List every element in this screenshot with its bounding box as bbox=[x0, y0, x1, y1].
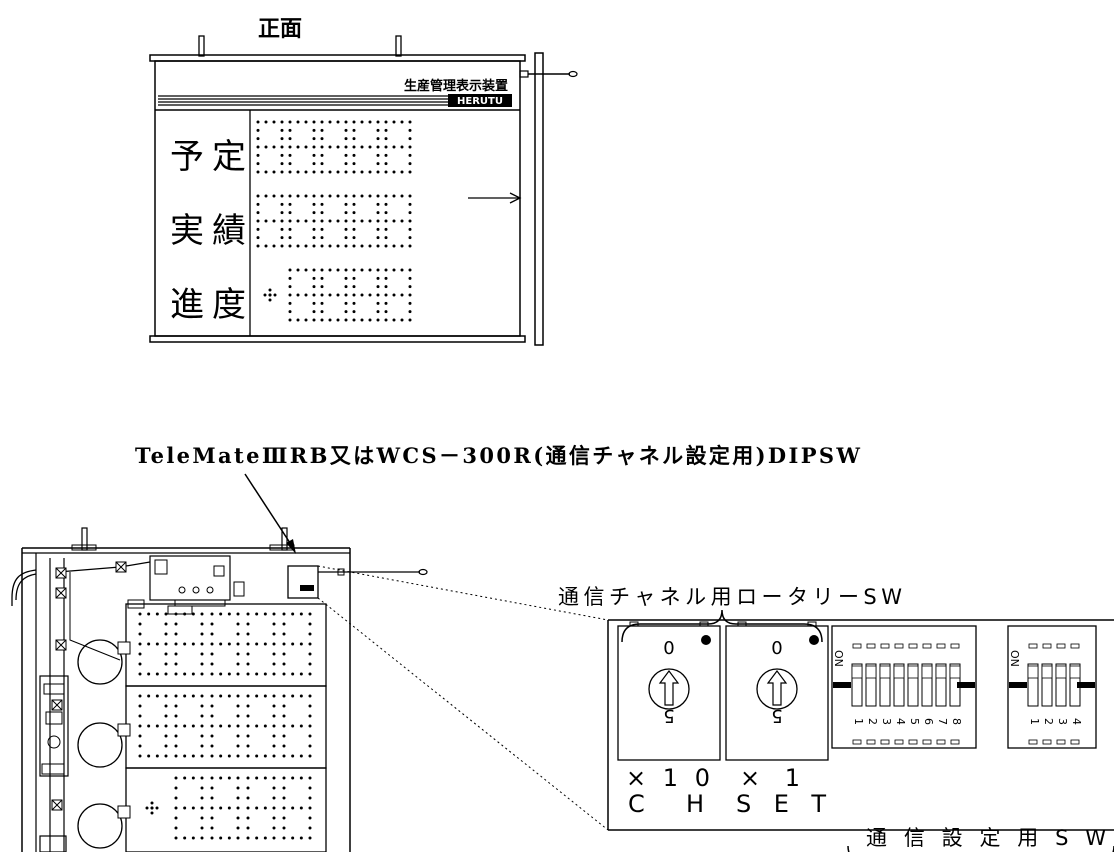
internal-digit bbox=[138, 694, 168, 758]
brand-stripes bbox=[158, 94, 512, 107]
comm-switch-label: 通信設定用SW bbox=[866, 826, 1106, 850]
front-digit bbox=[384, 268, 412, 322]
rotary-x10-multiplier: ×10 bbox=[626, 764, 710, 792]
dip-toggle: 5 bbox=[907, 643, 921, 745]
dip-number: 4 bbox=[1070, 718, 1083, 725]
front-digit bbox=[288, 268, 316, 322]
rotary-switch-label: 通信チャネル用ロータリーSW bbox=[558, 585, 902, 609]
dip-toggle: 3 bbox=[1055, 643, 1069, 745]
brand-logo: HERUTU bbox=[457, 96, 503, 107]
front-digit bbox=[320, 120, 348, 174]
front-view: 正面 生産管理表示装置 HERUTU 予定 bbox=[149, 17, 578, 343]
internal-digit bbox=[138, 612, 168, 676]
front-digit bbox=[352, 194, 380, 248]
internal-digit bbox=[210, 776, 240, 840]
dip-toggle: 6 bbox=[921, 643, 935, 745]
internal-digit-area bbox=[138, 612, 312, 840]
label-ch: CH bbox=[628, 790, 704, 818]
internal-digit bbox=[174, 612, 204, 676]
dip-number: 3 bbox=[880, 718, 893, 725]
internal-digit bbox=[282, 776, 312, 840]
dip-number: 8 bbox=[950, 718, 963, 725]
side-view-arrow bbox=[468, 192, 522, 204]
internal-digit bbox=[282, 612, 312, 676]
dip-number: 4 bbox=[894, 718, 907, 725]
internal-digit bbox=[210, 694, 240, 758]
internal-digit bbox=[246, 776, 276, 840]
internal-digit-row-0 bbox=[138, 612, 312, 676]
internal-digit bbox=[174, 694, 204, 758]
front-digit bbox=[320, 268, 348, 322]
zoom-lines bbox=[317, 565, 609, 831]
internal-digit bbox=[210, 612, 240, 676]
dip-number: 6 bbox=[922, 718, 935, 725]
row-label-actual: 実績 bbox=[170, 211, 246, 251]
row-label-plan: 予定 bbox=[170, 137, 246, 177]
internal-digit bbox=[246, 694, 276, 758]
row-label-progress: 進度 bbox=[170, 285, 246, 325]
front-digit bbox=[263, 288, 277, 302]
dip-number: 5 bbox=[908, 718, 921, 725]
dip-number: 2 bbox=[866, 718, 879, 725]
front-digit bbox=[352, 120, 380, 174]
front-digit bbox=[352, 268, 380, 322]
rotary-x1-multiplier: ×1 bbox=[740, 764, 800, 792]
dip-toggle: 1 bbox=[851, 643, 865, 745]
front-digit-row-0 bbox=[256, 120, 412, 174]
callout-label: TeleMateⅢRB又はWCS－300R(通信チャネル設定用)DIPSW bbox=[135, 443, 860, 468]
front-digit bbox=[320, 194, 348, 248]
dip-toggle: 2 bbox=[1041, 643, 1055, 745]
label-set: SET bbox=[736, 790, 826, 818]
internal-digit bbox=[282, 694, 312, 758]
dip-number: 1 bbox=[1028, 718, 1041, 725]
detail-view: 通信チャネル用ロータリーSW 0 5 ×10 0 5 ×1 CH bbox=[558, 585, 1114, 852]
rotary-x10-top-mark: 0 bbox=[663, 638, 674, 659]
rotary-x1-bottom-mark: 5 bbox=[771, 705, 782, 726]
dip-toggle: 3 bbox=[879, 643, 893, 745]
front-digit bbox=[384, 120, 412, 174]
dip-b-on-label: ON bbox=[1008, 650, 1021, 667]
rotary-x10-bottom-mark: 5 bbox=[663, 705, 674, 726]
front-digit bbox=[256, 120, 284, 174]
internal-view bbox=[11, 527, 428, 852]
panel-title: 生産管理表示装置 bbox=[404, 78, 508, 94]
front-view-title: 正面 bbox=[258, 17, 302, 42]
front-digit-row-1 bbox=[256, 194, 412, 248]
dip-toggle: 2 bbox=[865, 643, 879, 745]
rotary-switch-x1: 0 5 ×1 bbox=[725, 621, 829, 792]
internal-digit-row-2 bbox=[145, 776, 312, 840]
dip-number: 1 bbox=[852, 718, 865, 725]
dip-a-on-label: ON bbox=[832, 650, 845, 667]
front-digit bbox=[384, 194, 412, 248]
hanging-hooks bbox=[198, 35, 402, 57]
dip-toggle: 4 bbox=[893, 643, 907, 745]
dip-number: 2 bbox=[1042, 718, 1055, 725]
bottom-cap bbox=[149, 335, 526, 343]
dip-toggle: 1 bbox=[1027, 643, 1041, 745]
dip-toggle: 8 bbox=[949, 643, 963, 745]
top-cap bbox=[149, 54, 526, 62]
dip-number: 3 bbox=[1056, 718, 1069, 725]
internal-digit bbox=[174, 776, 204, 840]
internal-digit bbox=[145, 801, 159, 815]
front-digit-area bbox=[256, 120, 412, 322]
dip-toggle: 7 bbox=[935, 643, 949, 745]
front-digit-row-2 bbox=[263, 268, 412, 322]
antenna bbox=[519, 70, 578, 78]
front-digit bbox=[256, 194, 284, 248]
internal-digit bbox=[246, 612, 276, 676]
dip-toggle: 4 bbox=[1069, 643, 1083, 745]
rotary-x1-top-mark: 0 bbox=[771, 638, 782, 659]
dip-number: 7 bbox=[936, 718, 949, 725]
side-view bbox=[534, 52, 544, 346]
internal-digit-row-1 bbox=[138, 694, 312, 758]
rotary-switch-x10: 0 5 ×10 bbox=[617, 621, 721, 792]
front-digit bbox=[288, 194, 316, 248]
front-digit bbox=[288, 120, 316, 174]
callout-arrow bbox=[244, 473, 296, 554]
